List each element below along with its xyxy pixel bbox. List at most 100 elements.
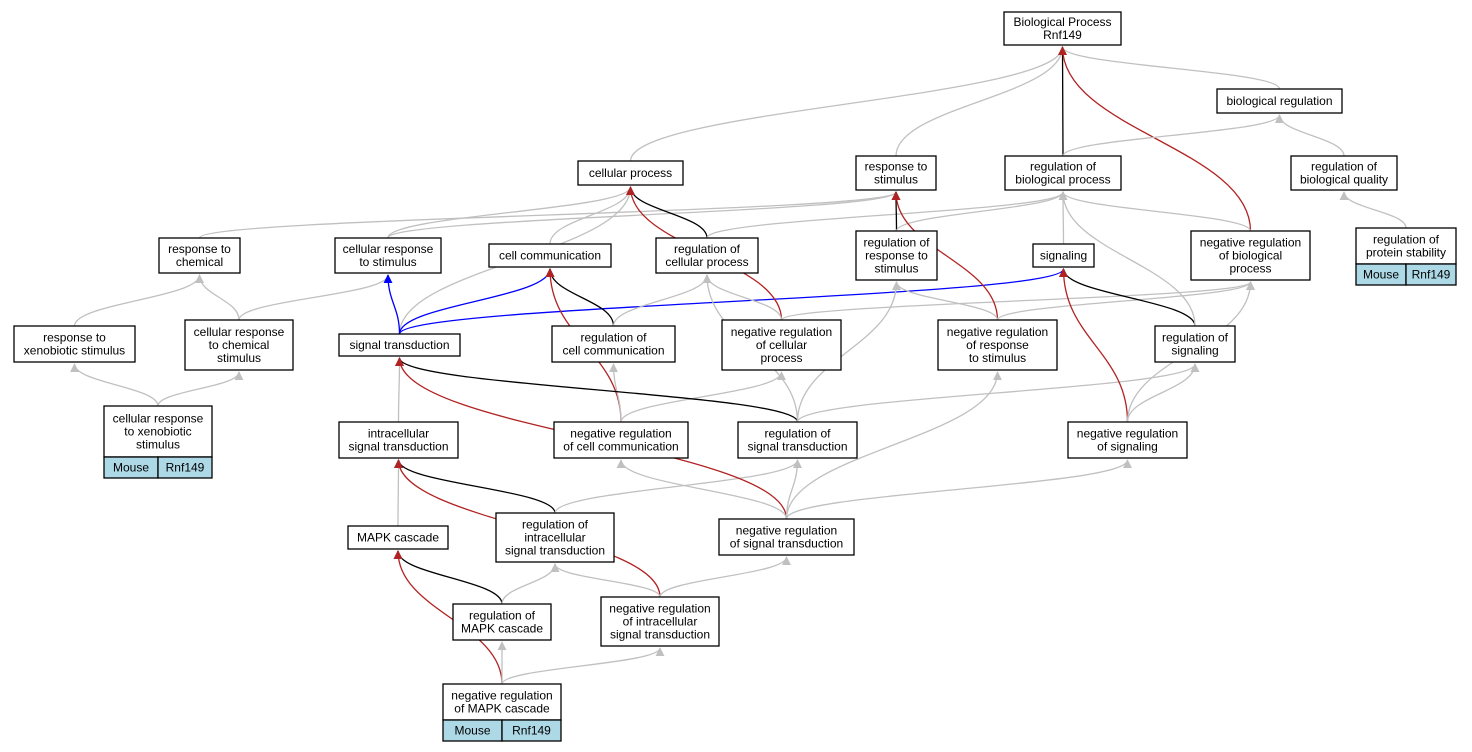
- node-label-line: regulation of: [522, 518, 589, 532]
- node-label-line: regulation of: [1030, 160, 1097, 174]
- node-box: [553, 421, 689, 459]
- node-label-line: to xenobiotic: [124, 425, 191, 439]
- go-term-node-cc[interactable]: cell communication: [488, 243, 612, 268]
- edge-nrist-to-rist: [550, 563, 661, 598]
- node-label-line: Biological Process: [1013, 15, 1111, 29]
- edge-nrrs-to-rrs: [892, 281, 999, 321]
- go-term-node-sig[interactable]: signaling: [1032, 243, 1095, 268]
- edge-cp-to-bp: [629, 46, 1067, 162]
- annotation-label: Mouse: [1363, 268, 1399, 282]
- edge-rxs-to-rtc: [73, 274, 204, 327]
- go-term-node-cp[interactable]: cellular process: [577, 160, 684, 186]
- edge-st-to-sig: [398, 268, 1068, 335]
- edge-rst-to-rrs: [796, 281, 901, 423]
- node-box: [1290, 155, 1398, 191]
- annotation-cell: [157, 456, 213, 479]
- node-label-line: to stimulus: [359, 255, 416, 269]
- go-term-node-breg[interactable]: biological regulation: [1216, 88, 1343, 114]
- node-box: [737, 421, 858, 459]
- node-box: [551, 325, 676, 363]
- node-label-line: biological process: [1015, 173, 1110, 187]
- node-label-line: biological regulation: [1226, 94, 1332, 108]
- node-label-line: Rnf149: [1043, 28, 1082, 42]
- node-label-line: of MAPK cascade: [454, 702, 550, 716]
- node-box: [1355, 227, 1457, 265]
- node-label-line: cell communication: [499, 249, 601, 263]
- node-box: [721, 319, 842, 371]
- node-label-line: biological quality: [1300, 173, 1388, 187]
- node-label-line: to stimulus: [969, 351, 1026, 365]
- node-label-line: stimulus: [874, 262, 918, 276]
- edge-rps-to-rbq: [1339, 191, 1407, 229]
- edge-nrrs-to-rts: [891, 191, 999, 321]
- node-box: [338, 421, 459, 459]
- edge-crs-to-rts: [387, 191, 901, 239]
- edge-nrsig-to-rsig: [1126, 363, 1200, 423]
- node-label-line: intracellular: [524, 531, 585, 545]
- node-box: [655, 237, 759, 274]
- edge-rrs-to-rbp: [895, 191, 1068, 232]
- node-label-line: negative regulation: [731, 325, 832, 339]
- go-term-node-mapk[interactable]: MAPK cascade: [347, 525, 449, 550]
- node-box: [855, 230, 938, 281]
- node-label-line: regulation of: [1311, 160, 1378, 174]
- annotation-label: Mouse: [113, 461, 149, 475]
- node-label-line: chemical: [176, 255, 223, 269]
- annotation-label: Rnf149: [512, 724, 551, 738]
- node-box: [103, 405, 213, 458]
- edge-nrcc-to-nrcp: [620, 371, 786, 423]
- node-box: [1004, 155, 1122, 191]
- node-label-line: signal transduction: [349, 338, 449, 352]
- node-label-line: negative regulation: [570, 427, 671, 441]
- node-label-line: regulation of: [1373, 233, 1440, 247]
- node-label-line: regulation of: [863, 236, 930, 250]
- node-label-line: negative regulation: [1077, 427, 1178, 441]
- edge-nrst-to-nrrs: [785, 371, 1002, 520]
- annotation-cell: [501, 719, 562, 742]
- node-label-line: of cell communication: [563, 440, 678, 454]
- node-label-line: negative regulation: [736, 524, 837, 538]
- node-box: [1032, 243, 1095, 268]
- node-box: [158, 237, 241, 274]
- node-label-line: negative regulation: [609, 602, 710, 616]
- node-label-line: cellular response: [343, 242, 434, 256]
- node-label-line: cellular response: [194, 325, 285, 339]
- edge-nrsig-to-sig: [1059, 268, 1129, 423]
- node-box: [937, 319, 1058, 371]
- node-box: [495, 512, 615, 563]
- node-label-line: xenobiotic stimulus: [24, 344, 125, 358]
- node-label-line: of biological: [1219, 249, 1282, 263]
- node-label-line: MAPK cascade: [461, 622, 543, 636]
- edge-rcc-to-rcp: [612, 274, 712, 327]
- edge-rmapk-to-mapk: [393, 550, 503, 605]
- go-term-node-st[interactable]: signal transduction: [338, 333, 461, 357]
- node-box: [1190, 230, 1311, 281]
- edge-rcc-to-cc: [545, 268, 615, 327]
